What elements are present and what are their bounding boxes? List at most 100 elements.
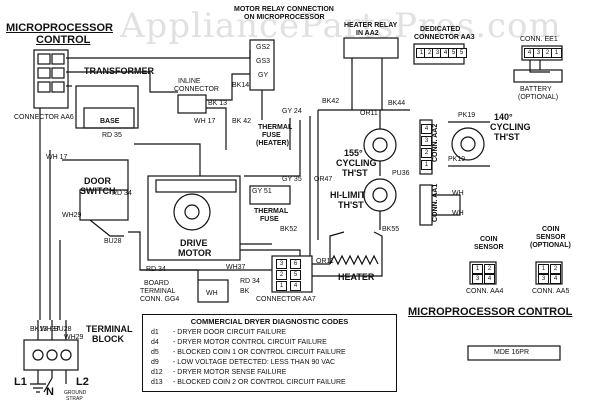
- wire-label: WH 17: [194, 118, 216, 125]
- wire-label: PK19: [458, 112, 476, 119]
- terminal-block-label: TERMINAL: [86, 324, 133, 334]
- thermal-fuse-heater-label-3: (HEATER): [256, 140, 289, 147]
- aa7-pin: 1: [276, 281, 287, 291]
- wire-label: GY 35: [282, 176, 302, 183]
- wire-label: WH: [452, 190, 464, 197]
- aa7-pin: 2: [276, 270, 287, 280]
- conn-aa1-label: CONN. AA1: [432, 183, 439, 222]
- coin-sensor-aa4: [469, 261, 497, 285]
- coin-sensor-label-2: SENSOR: [474, 244, 504, 251]
- wire-label: WH: [452, 210, 464, 217]
- cycling-140-label-2: CYCLING: [490, 122, 531, 132]
- cycling-155-label: 155°: [344, 148, 363, 158]
- l1-label: L1: [14, 376, 27, 388]
- aa2-pin: 2: [421, 148, 432, 158]
- mp-control-bottom-title: MICROPROCESSOR CONTROL: [408, 306, 573, 318]
- coin-sensor-opt-label-2: SENSOR: [536, 234, 566, 241]
- aa5-pin: 1: [538, 264, 549, 274]
- connector-aa6: [33, 49, 69, 109]
- coin-sensor-label: COIN: [480, 236, 498, 243]
- wire-label: OR11: [360, 110, 378, 117]
- door-switch-label: DOOR: [84, 176, 111, 186]
- wire-label: RD 34: [240, 278, 260, 285]
- base-label: BASE: [100, 118, 120, 125]
- wire-label: WH37: [40, 326, 60, 333]
- diagnostic-codes-box: COMMERCIAL DRYER DIAGNOSTIC CODES d1- DR…: [142, 314, 397, 392]
- aa5-pin: 4: [550, 274, 561, 284]
- connector-aa3-title: CONNECTOR AA3: [414, 34, 475, 41]
- wire-label: WH29: [62, 212, 82, 219]
- l2-label: L2: [76, 376, 89, 388]
- wire-label: GS3: [256, 58, 271, 65]
- heater-relay-title-2: IN AA2: [356, 30, 379, 37]
- hi-limit-thermostat: [363, 178, 397, 212]
- wire-label: WH 17: [46, 154, 68, 161]
- mp-control-title: MICROPROCESSOR: [6, 22, 113, 34]
- drive-motor-label-2: MOTOR: [178, 248, 212, 258]
- motor-relay-title: MOTOR RELAY CONNECTION: [234, 6, 334, 13]
- n-label: N: [46, 386, 54, 398]
- wire-label: BK 42: [232, 118, 252, 125]
- wire-label: BK: [240, 288, 250, 295]
- aa4-pin: 3: [472, 274, 483, 284]
- wire-label: BU28: [54, 326, 72, 333]
- terminal-block-label-2: BLOCK: [92, 334, 124, 344]
- board-terminal-label-2: TERMINAL: [140, 288, 176, 295]
- hi-limit-label: HI-LIMIT: [330, 190, 366, 200]
- cycling-thermostat-140: [451, 127, 485, 161]
- diagnostic-code-row: d4- DRYER MOTOR CONTROL CIRCUIT FAILURE: [151, 339, 327, 346]
- wire-label: GY: [258, 72, 269, 79]
- inline-connector-label: INLINE: [178, 78, 201, 85]
- connector-aa7: [271, 255, 313, 293]
- cycling-140-label-3: TH'ST: [494, 132, 520, 142]
- inline-connector: [177, 94, 207, 114]
- terminal-block: [23, 339, 79, 371]
- aa4-pin: 1: [472, 264, 483, 274]
- transformer-label: TRANSFORMER: [84, 66, 154, 76]
- wire-label: WH37: [226, 264, 246, 271]
- hi-limit-label-2: TH'ST: [338, 200, 364, 210]
- thermal-fuse: [249, 185, 291, 205]
- conn-aa2-label: CONN. AA2: [432, 123, 439, 162]
- wire-label: PU36: [392, 170, 410, 177]
- wire-label: RD 35: [102, 132, 122, 139]
- wire-label: WH: [206, 290, 218, 297]
- inline-connector-label-2: CONNECTOR: [174, 86, 219, 93]
- wire-label: PK19: [448, 156, 466, 163]
- motor-relay-title-2: ON MICROPROCESSOR: [244, 14, 325, 21]
- connector-aa1: [419, 184, 433, 226]
- wire-label: RD 34: [112, 190, 132, 197]
- battery-optional-label: (OPTIONAL): [518, 94, 559, 101]
- wire-label: BK52: [280, 226, 298, 233]
- thermal-fuse-label: THERMAL: [254, 208, 289, 215]
- wire-label: GY 51: [252, 188, 272, 195]
- heater-relay-title: HEATER RELAY: [344, 22, 398, 29]
- aa5-pin: 2: [550, 264, 561, 274]
- aa7-pin: 6: [290, 259, 301, 269]
- aa7-pin: 3: [276, 259, 287, 269]
- connector-aa7-label: CONNECTOR AA7: [256, 296, 316, 303]
- heater-coil: [329, 254, 379, 266]
- thermal-fuse-label-2: FUSE: [260, 216, 279, 223]
- thermal-fuse-heater-label: THERMAL: [258, 124, 293, 131]
- wire-label: OR11: [316, 258, 334, 265]
- aa7-pin: 5: [290, 270, 301, 280]
- aa3-pin: 5: [456, 48, 467, 58]
- watermark: AppliancePartsPros.com: [120, 6, 562, 46]
- diagnostic-code-row: d12- DRYER MOTOR SENSE FAILURE: [151, 369, 287, 376]
- mp-control-title-2: CONTROL: [36, 34, 91, 46]
- board-terminal-gg4: [197, 279, 229, 303]
- coin-sensor-opt-label: COIN: [542, 226, 560, 233]
- ground-strap-label-2: STRAP: [66, 396, 83, 402]
- board-terminal-label-3: CONN. GG4: [140, 296, 180, 303]
- wire-label: WH29: [64, 334, 84, 341]
- diagnostic-code-row: d13- BLOCKED COIN 2 OR CONTROL CIRCUIT F…: [151, 379, 346, 386]
- diagnostic-code-row: d1- DRYER DOOR CIRCUIT FAILURE: [151, 329, 286, 336]
- wire-label: BU28: [104, 238, 122, 245]
- coin-sensor-opt-label-3: (OPTIONAL): [530, 242, 571, 249]
- model-box: [467, 345, 561, 361]
- heater-label: HEATER: [338, 272, 375, 282]
- board-terminal-label: BOARD: [144, 280, 169, 287]
- door-switch-label-2: SWITCH: [80, 186, 116, 196]
- cycling-155-label-3: TH'ST: [342, 168, 368, 178]
